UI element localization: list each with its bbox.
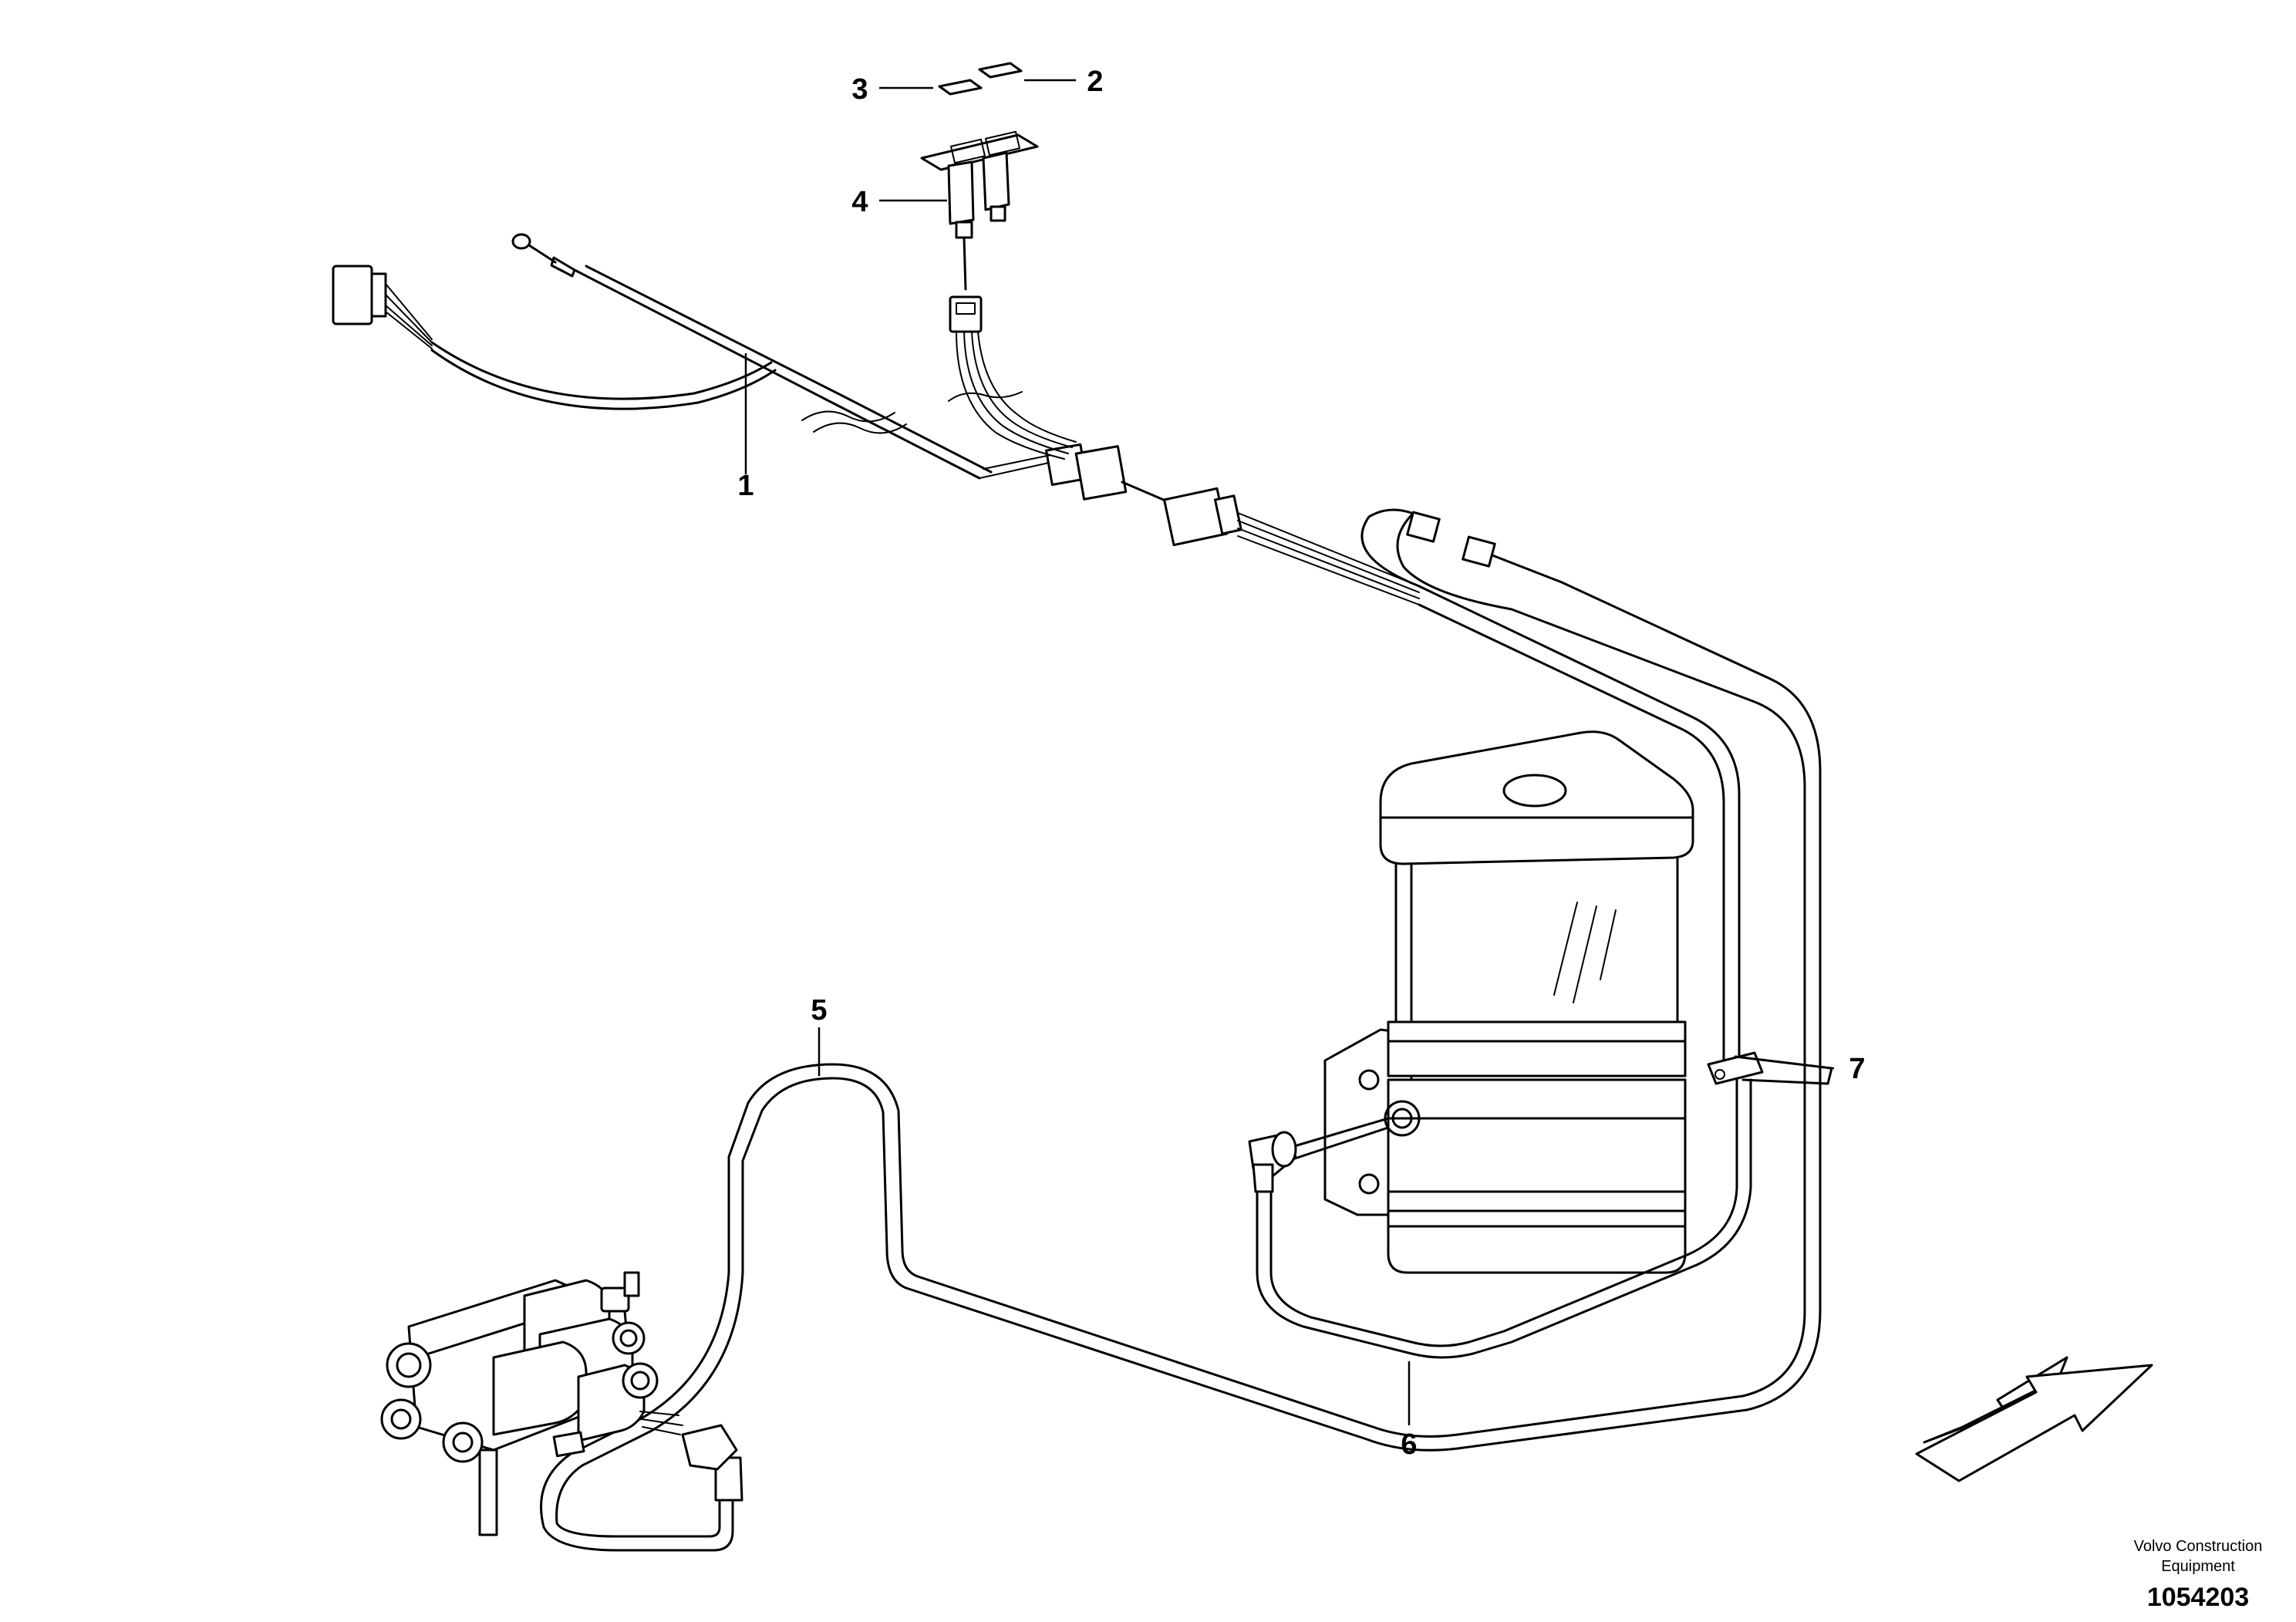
callout-5: 5: [811, 994, 828, 1076]
small-connector-upper: [1406, 511, 1496, 568]
figure-number: 1054203: [2146, 1583, 2250, 1612]
distribution-block: [380, 1271, 683, 1536]
switch-assembly: [920, 62, 1077, 460]
harness-inline-connector-b: [1163, 487, 1242, 547]
callout-label-6: 6: [1401, 1428, 1417, 1461]
switch-cap-3: [938, 79, 983, 96]
ring-terminal: [511, 233, 576, 278]
callout-1: 1: [737, 353, 754, 502]
lube-pump-reservoir: [1283, 730, 1694, 1274]
switch-body-4: [947, 160, 975, 225]
callout-label-3: 3: [851, 73, 868, 106]
filler-cap: [1502, 774, 1567, 808]
harness-left-connector: [332, 265, 433, 349]
callout-label-2: 2: [1087, 66, 1103, 98]
callout-label-7: 7: [1849, 1053, 1865, 1085]
reservoir-bowl: [1394, 843, 1679, 1050]
publisher-credit-line1: Volvo Construction: [2133, 1538, 2263, 1555]
direction-arrow: [1915, 1356, 2153, 1482]
distributor-elbow: [681, 1424, 738, 1471]
callout-label-4: 4: [851, 186, 868, 218]
switch-cap-2: [978, 62, 1023, 79]
callout-6: 6: [1401, 1361, 1418, 1461]
block-nut-left: [386, 1342, 432, 1388]
wiring-harness: [332, 233, 1822, 1081]
callout-3: 3: [851, 73, 933, 106]
callout-label-1: 1: [737, 470, 754, 502]
callout-label-5: 5: [811, 994, 827, 1027]
hose-clamp: [1707, 1051, 1833, 1085]
harness-inline-connector-a: [979, 443, 1128, 501]
callout-7: 7: [1828, 1053, 1866, 1085]
block-nut-lower-left: [380, 1398, 422, 1440]
block-nut-bottom: [442, 1421, 484, 1463]
publisher-credit-line2: Equipment: [2161, 1558, 2235, 1575]
callout-2: 2: [1024, 66, 1104, 98]
grease-nipple-middle: [612, 1321, 659, 1399]
callout-4: 4: [851, 186, 947, 218]
grease-nipple-upper: [600, 1271, 640, 1313]
lube-hoses: [540, 1063, 1822, 1552]
